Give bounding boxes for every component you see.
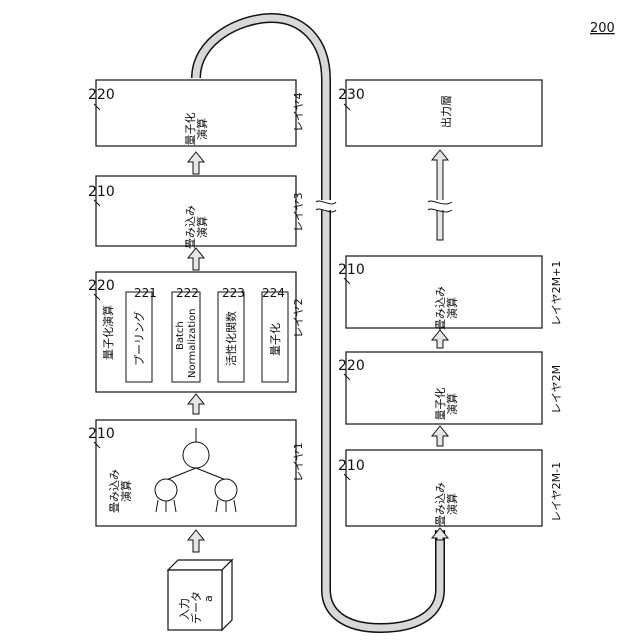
layer2m-minus1-block: 210 レイヤ2M-1 畳み込み演算 — [338, 450, 563, 526]
layer2m-plus1-ref: 210 — [338, 262, 365, 278]
sub-block-batch-normalization: 222 Batch Normalization — [172, 286, 200, 382]
layer3-label: レイヤ3 — [292, 192, 305, 232]
input-label-3: a — [202, 595, 215, 602]
layer2m-plus1-block: 210 レイヤ2M+1 畳み込み演算 — [338, 256, 563, 330]
layer2-block: 220 レイヤ2 量子化演算 221 プーリング 222 Batch Norma… — [88, 272, 305, 392]
layer1-block: 210 レイヤ1 畳み込み演算 — [88, 420, 305, 526]
layer2-label: レイヤ2 — [292, 298, 305, 338]
block-text-line: 演算 — [445, 493, 459, 515]
layer2m-minus1-label: レイヤ2M-1 — [550, 462, 563, 522]
layer2-ref: 220 — [88, 278, 115, 294]
layer2-title: 量子化演算 — [101, 305, 115, 360]
layer2m-block: 220 レイヤ2M 量子化演算 — [338, 352, 563, 424]
layer1-label: レイヤ1 — [292, 442, 305, 482]
block-text-line: 演算 — [445, 297, 459, 319]
output-ref: 230 — [338, 87, 365, 103]
block-text-line: 演算 — [195, 216, 209, 238]
layer2m-plus1-label: レイヤ2M+1 — [550, 261, 563, 326]
layer4-ref: 220 — [88, 87, 115, 103]
sub-block-pooling: 221 プーリング — [126, 286, 157, 382]
sub-block-quantize: 224 量子化 — [262, 286, 288, 382]
layer4-label: レイヤ4 — [292, 92, 305, 132]
layer4-block: 220 レイヤ4 量子化演算 — [88, 80, 305, 146]
block-text-line: 量子化 — [183, 113, 197, 146]
sub-ref-221: 221 — [134, 286, 157, 300]
block-text-line: 演算 — [195, 118, 209, 140]
layer3-block: 210 レイヤ3 畳み込み演算 — [88, 176, 305, 249]
output-layer-block: 230 出力層 — [338, 80, 542, 146]
sub-label-pooling: プーリング — [132, 311, 146, 366]
input-label-2: データ — [189, 591, 203, 624]
input-data-cube: 入力 データ a — [168, 560, 232, 630]
sub-label-batch: Batch — [175, 321, 186, 350]
output-text: 出力層 — [439, 95, 453, 128]
block-text-line: 演算 — [445, 393, 459, 415]
layer2m-label: レイヤ2M — [550, 365, 563, 414]
sub-block-activation: 223 活性化関数 — [218, 286, 245, 382]
sub-label-quantize: 量子化 — [268, 323, 282, 356]
sub-ref-222: 222 — [176, 286, 199, 300]
sub-ref-223: 223 — [222, 286, 245, 300]
block-text-line: 演算 — [119, 480, 133, 502]
figure-number: 200 — [590, 21, 615, 36]
layer3-ref: 210 — [88, 184, 115, 200]
block-text-line: 量子化 — [433, 388, 447, 421]
layer2m-minus1-ref: 210 — [338, 458, 365, 474]
sub-ref-224: 224 — [262, 286, 285, 300]
layer1-ref: 210 — [88, 426, 115, 442]
sub-label-activation: 活性化関数 — [224, 311, 238, 366]
layer2m-ref: 220 — [338, 358, 365, 374]
sub-label-normalization: Normalization — [187, 309, 198, 379]
